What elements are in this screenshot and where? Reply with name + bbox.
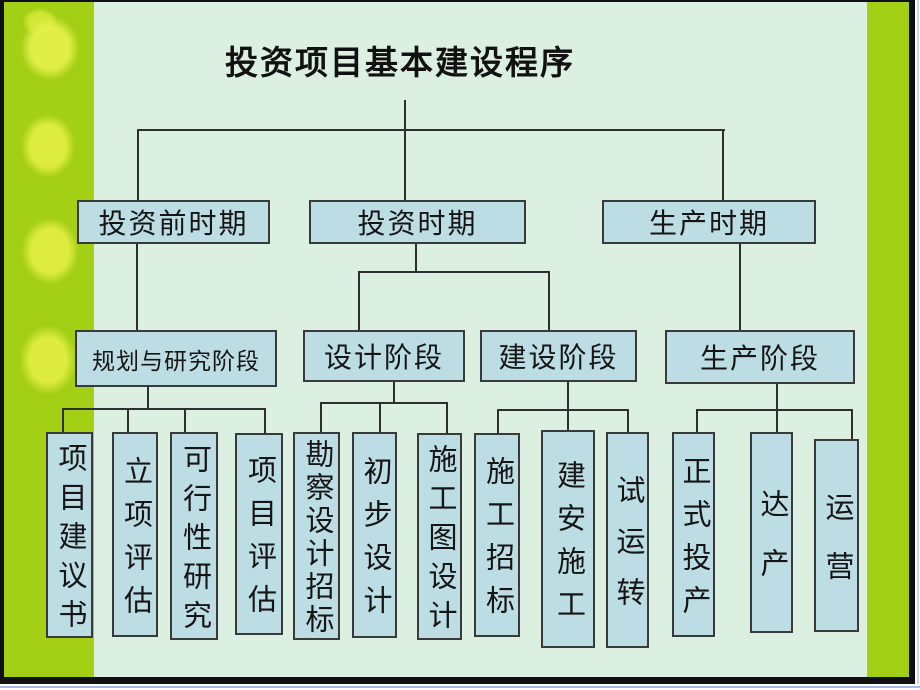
period-box-investment: 投资时期 bbox=[309, 200, 526, 244]
connector-line bbox=[696, 409, 698, 432]
step-box-construction-bidding: 施工招标 bbox=[474, 433, 520, 637]
connector-line bbox=[137, 129, 139, 200]
step-label: 施工招标 bbox=[481, 456, 514, 628]
step-label: 立项评估 bbox=[119, 455, 152, 628]
connector-line bbox=[497, 409, 499, 433]
connector-line bbox=[696, 409, 853, 411]
connector-line bbox=[137, 129, 725, 131]
step-label: 施工图设计 bbox=[424, 444, 456, 639]
period-box-pre-investment: 投资前时期 bbox=[77, 200, 270, 244]
connector-line bbox=[722, 129, 724, 200]
connector-line bbox=[567, 382, 569, 430]
stage-box-construction: 建设阶段 bbox=[480, 330, 637, 382]
connector-line bbox=[320, 402, 322, 432]
right-green-strip bbox=[867, 2, 909, 677]
connector-line bbox=[358, 271, 360, 330]
step-label: 勘察设计招标 bbox=[301, 439, 333, 637]
period-label: 投资前时期 bbox=[98, 209, 249, 240]
stage-label: 规划与研究阶段 bbox=[92, 348, 260, 374]
step-label: 项目建议书 bbox=[54, 442, 86, 638]
connector-line bbox=[446, 402, 448, 433]
step-box-official-production: 正式投产 bbox=[672, 432, 715, 637]
period-label: 投资时期 bbox=[357, 209, 478, 240]
step-label: 可行性研究 bbox=[178, 443, 211, 639]
connector-line bbox=[851, 409, 853, 439]
connector-line bbox=[627, 409, 629, 432]
step-label: 项目评估 bbox=[243, 455, 276, 627]
connector-line bbox=[62, 408, 64, 432]
stage-label: 建设阶段 bbox=[498, 343, 619, 374]
step-box-project-evaluation: 项目评估 bbox=[235, 433, 283, 635]
connector-line bbox=[358, 271, 550, 273]
connector-line bbox=[497, 409, 629, 411]
connector-line bbox=[320, 402, 448, 404]
step-box-preliminary-design: 初步设计 bbox=[352, 432, 397, 638]
window-edge-bottom-line bbox=[0, 686, 920, 688]
connector-line bbox=[548, 271, 550, 330]
connector-line bbox=[393, 382, 395, 403]
connector-line bbox=[379, 402, 381, 432]
step-label: 正式投产 bbox=[678, 455, 710, 628]
connector-line bbox=[62, 408, 266, 410]
step-box-feasibility-study: 可行性研究 bbox=[170, 432, 218, 640]
connector-line bbox=[415, 244, 417, 273]
window-edge-right-line bbox=[917, 0, 919, 690]
step-label: 建安施工 bbox=[552, 460, 585, 632]
period-label: 生产时期 bbox=[648, 209, 769, 240]
page-title: 投资项目基本建设程序 bbox=[225, 46, 575, 82]
slide-border-bottom bbox=[0, 677, 915, 684]
connector-line bbox=[404, 100, 406, 130]
connector-line bbox=[776, 384, 778, 432]
step-box-project-proposal: 项目建议书 bbox=[46, 432, 93, 638]
step-box-survey-design-bidding: 勘察设计招标 bbox=[293, 432, 340, 640]
slide-border-right bbox=[909, 2, 915, 684]
step-box-operation: 运营 bbox=[814, 439, 859, 632]
step-label: 达产 bbox=[756, 488, 788, 607]
slide-border-top bbox=[0, 0, 917, 2]
slide-border-left bbox=[0, 2, 4, 684]
step-label: 运营 bbox=[821, 491, 853, 610]
stage-box-production: 生产阶段 bbox=[665, 330, 855, 384]
connector-line bbox=[127, 408, 129, 432]
stage-label: 设计阶段 bbox=[323, 343, 444, 374]
connector-line bbox=[147, 387, 149, 409]
step-box-working-drawing-design: 施工图设计 bbox=[417, 433, 462, 640]
stage-box-planning-research: 规划与研究阶段 bbox=[75, 330, 277, 387]
connector-line bbox=[184, 408, 186, 432]
connector-line bbox=[739, 244, 741, 330]
connector-line bbox=[136, 244, 138, 330]
connector-line bbox=[404, 129, 406, 200]
connector-line bbox=[264, 408, 266, 433]
step-box-reach-capacity: 达产 bbox=[750, 432, 793, 633]
step-label: 初步设计 bbox=[359, 456, 391, 628]
step-box-trial-run: 试运转 bbox=[606, 432, 649, 648]
step-box-project-approval-evaluation: 立项评估 bbox=[112, 432, 158, 637]
step-box-construction-installation: 建安施工 bbox=[541, 430, 595, 648]
stage-label: 生产阶段 bbox=[699, 344, 820, 375]
step-label: 试运转 bbox=[612, 474, 644, 628]
period-box-production: 生产时期 bbox=[602, 200, 816, 244]
stage-box-design: 设计阶段 bbox=[303, 330, 465, 382]
